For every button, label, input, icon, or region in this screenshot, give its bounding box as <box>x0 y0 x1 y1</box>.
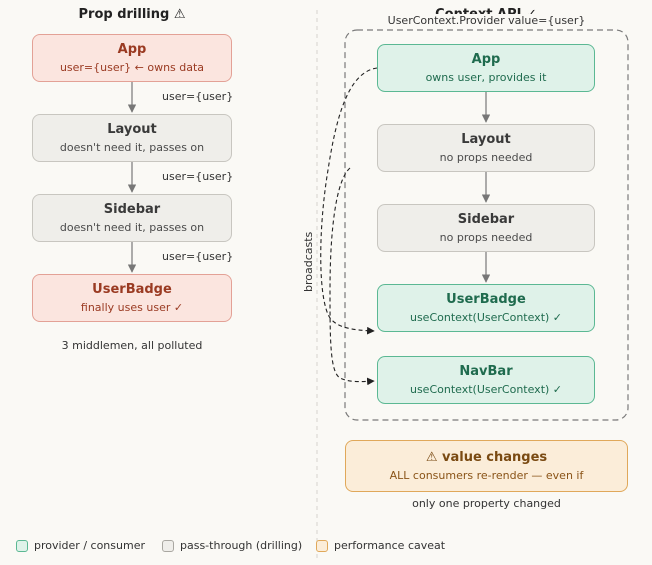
prop-badge-sub: finally uses user ✓ <box>80 301 184 314</box>
prop-app-title: App <box>117 42 147 57</box>
prop-app-sub: user={user} ← owns data <box>59 61 205 74</box>
legend-provider: provider / consumer <box>16 539 145 552</box>
prop-caption: 3 middlemen, all polluted <box>61 339 203 352</box>
ctx-sidebar-title: Sidebar <box>457 212 515 227</box>
broadcast-arrow-badge <box>320 67 378 335</box>
ctx-badge-title: UserBadge <box>446 292 526 307</box>
ctx-navbar-sub: useContext(UserContext) ✓ <box>409 383 563 396</box>
ctx-app-title: App <box>471 52 501 67</box>
prop-edge-label-3: user={user} <box>162 250 234 263</box>
provider-container <box>344 29 629 421</box>
prop-badge-title: UserBadge <box>92 282 172 297</box>
warning-title: ⚠ value changes <box>425 450 548 465</box>
warning-caption: only one property changed <box>412 497 561 510</box>
prop-edge-label-2: user={user} <box>162 170 234 183</box>
legend-passthrough-label: pass-through (drilling) <box>180 539 303 552</box>
prop-drilling-title: Prop drilling ⚠ <box>78 7 186 22</box>
prop-layout-node[interactable]: Layout doesn't need it, passes on <box>32 114 232 162</box>
ctx-layout-node[interactable]: Layout no props needed <box>377 124 595 172</box>
legend-passthrough: pass-through (drilling) <box>162 539 302 552</box>
ctx-app-sub: owns user, provides it <box>425 71 547 84</box>
prop-badge-node[interactable]: UserBadge finally uses user ✓ <box>32 274 232 322</box>
ctx-badge-node[interactable]: UserBadge useContext(UserContext) ✓ <box>377 284 595 332</box>
prop-layout-title: Layout <box>107 122 157 137</box>
legend-caveat: performance caveat <box>316 539 445 552</box>
legend-swatch-orange <box>316 539 328 552</box>
ctx-badge-sub: useContext(UserContext) ✓ <box>409 311 563 324</box>
ctx-navbar-title: NavBar <box>459 364 513 379</box>
legend-swatch-gray <box>162 539 174 552</box>
ctx-app-node[interactable]: App owns user, provides it <box>377 44 595 92</box>
provider-label: UserContext.Provider value={user} <box>345 14 628 27</box>
ctx-sidebar-node[interactable]: Sidebar no props needed <box>377 204 595 252</box>
prop-sidebar-title: Sidebar <box>103 202 161 217</box>
broadcast-arrow-navbar <box>329 167 375 386</box>
warning-sub: ALL consumers re-render — even if <box>389 469 584 482</box>
ctx-layout-title: Layout <box>461 132 511 147</box>
prop-layout-sub: doesn't need it, passes on <box>59 141 205 154</box>
warning-box[interactable]: ⚠ value changes ALL consumers re-render … <box>345 440 628 492</box>
prop-edge-label-1: user={user} <box>162 90 234 103</box>
legend-swatch-green <box>16 539 28 552</box>
ctx-navbar-node[interactable]: NavBar useContext(UserContext) ✓ <box>377 356 595 404</box>
ctx-sidebar-sub: no props needed <box>439 231 533 244</box>
broadcast-label: broadcasts <box>302 231 315 292</box>
ctx-layout-sub: no props needed <box>439 151 533 164</box>
legend-caveat-label: performance caveat <box>334 539 446 552</box>
prop-app-node[interactable]: App user={user} ← owns data <box>32 34 232 82</box>
legend-provider-label: provider / consumer <box>34 539 145 552</box>
prop-sidebar-node[interactable]: Sidebar doesn't need it, passes on <box>32 194 232 242</box>
prop-sidebar-sub: doesn't need it, passes on <box>59 221 205 234</box>
